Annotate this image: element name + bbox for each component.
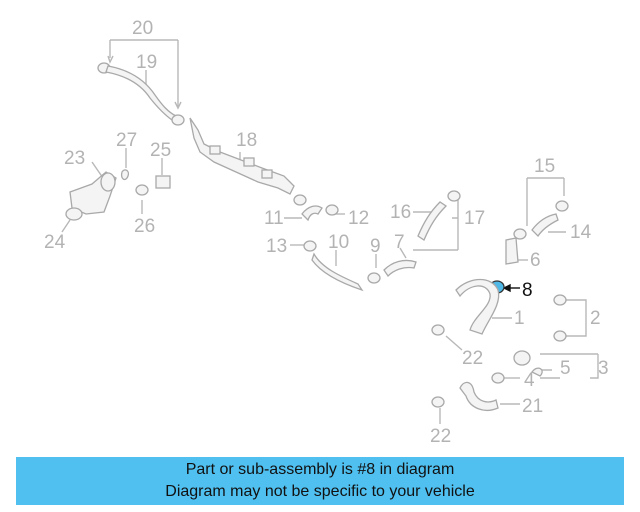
callout-23: 23	[64, 148, 85, 169]
callout-numbers: 20 19 18 27 25 23 26 24 15 14 11 12 16 1…	[44, 18, 609, 447]
callout-5: 5	[560, 358, 571, 379]
callout-3: 3	[598, 358, 609, 379]
info-banner: Part or sub-assembly is #8 in diagram Di…	[16, 457, 624, 505]
callout-2: 2	[590, 308, 601, 329]
fitting-part	[513, 350, 531, 366]
callout-7: 7	[394, 232, 405, 253]
clamp-part	[553, 294, 567, 306]
callout-12: 12	[348, 208, 369, 229]
banner-line-disclaimer: Diagram may not be specific to your vehi…	[165, 483, 475, 500]
hose-part	[417, 201, 448, 241]
part-drawings	[65, 62, 569, 411]
callout-18: 18	[236, 130, 257, 151]
clip-part	[531, 367, 543, 377]
callout-22-upper: 22	[462, 348, 483, 369]
fitting-part	[505, 237, 519, 265]
hose-part	[455, 278, 500, 335]
callout-21: 21	[522, 396, 543, 417]
outlet-part	[100, 172, 116, 192]
callout-25: 25	[150, 140, 171, 161]
hose-part	[383, 259, 417, 278]
callout-4: 4	[524, 370, 535, 391]
callout-11: 11	[264, 208, 284, 229]
callout-15: 15	[534, 156, 555, 177]
hose-part	[531, 213, 559, 238]
callout-17: 17	[464, 208, 485, 229]
clamp-part	[555, 200, 569, 212]
callout-6: 6	[530, 250, 541, 271]
clamp-part	[171, 114, 185, 126]
callout-20: 20	[132, 18, 153, 39]
callout-14: 14	[570, 222, 592, 243]
hose-part	[459, 381, 499, 411]
washer-part	[135, 184, 149, 196]
hose-part	[301, 205, 323, 222]
pipe-part	[311, 252, 364, 292]
bracket-part	[209, 145, 221, 155]
clamp-part	[447, 190, 461, 202]
callout-16: 16	[390, 202, 411, 223]
washer-part	[491, 372, 505, 384]
clamp-part	[431, 396, 445, 408]
clamp-part	[303, 240, 317, 252]
callout-9: 9	[370, 236, 381, 257]
leader-lines	[61, 39, 599, 424]
callout-22-lower: 22	[430, 426, 451, 447]
callout-24: 24	[44, 232, 66, 253]
banner-line-part-number: Part or sub-assembly is #8 in diagram	[185, 461, 455, 478]
clamp-part	[325, 204, 339, 216]
callout-1: 1	[514, 308, 525, 329]
clamp-part	[553, 330, 567, 342]
clamp-part	[431, 324, 445, 336]
bracket-part	[243, 157, 255, 167]
clamp-part	[293, 194, 307, 206]
callout-13: 13	[266, 236, 287, 257]
bracket-part	[261, 169, 273, 179]
hose-part	[105, 65, 178, 121]
callout-8-highlighted[interactable]: 8	[522, 280, 533, 301]
callout-10: 10	[328, 232, 349, 253]
sensor-part	[155, 175, 171, 189]
callout-26: 26	[134, 216, 155, 237]
clamp-part	[367, 272, 381, 284]
parts-diagram: 20 19 18 27 25 23 26 24 15 14 11 12 16 1…	[44, 18, 609, 447]
callout-27: 27	[116, 130, 137, 151]
clamp-part	[513, 228, 527, 240]
clip-part	[120, 169, 130, 181]
callout-19: 19	[136, 52, 157, 73]
gasket-part	[65, 207, 83, 221]
